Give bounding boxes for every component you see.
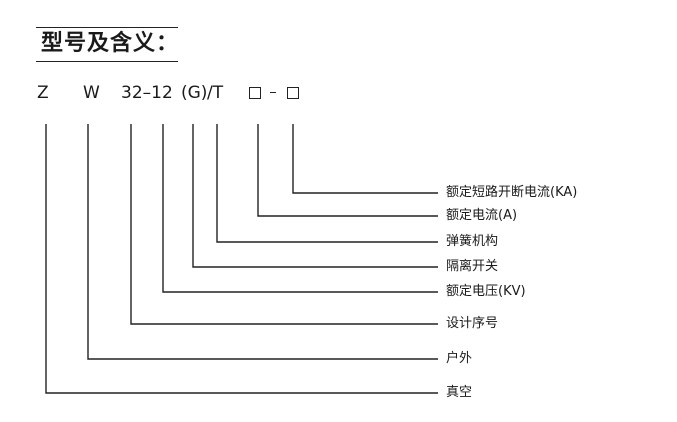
label-rated-voltage: 额定电压(KV) [446,284,526,299]
title-bottom-rule [36,61,178,62]
label-rated-current: 额定电流(A) [446,208,518,223]
connector-rated-voltage [162,124,438,293]
code-isolator: (G) [181,83,208,103]
connector-outdoor [87,124,438,360]
section-title: 型号及含义： [41,31,180,56]
code-number: 32–12 [121,83,173,103]
code-hyphen [270,92,276,93]
code-letter-z: Z [37,83,49,103]
title-top-rule [36,27,178,28]
label-rated-breaking-current: 额定短路开断电流(KA) [446,185,578,200]
connector-spring-mechanism [216,124,438,243]
label-vacuum: 真空 [446,385,473,400]
connector-isolator [192,124,438,268]
label-outdoor: 户外 [446,351,473,366]
label-spring-mechanism: 弹簧机构 [446,234,499,249]
code-letter-w: W [83,83,100,103]
connector-vacuum [45,124,438,394]
connector-design-number [130,124,438,325]
label-isolator: 隔离开关 [446,259,499,274]
connector-rated-current [257,124,438,217]
label-design-number: 设计序号 [446,316,499,331]
breaking-current-placeholder-box [287,87,299,99]
code-spring: /T [207,83,224,103]
current-placeholder-box [249,87,261,99]
connector-breaking-current [292,124,438,194]
